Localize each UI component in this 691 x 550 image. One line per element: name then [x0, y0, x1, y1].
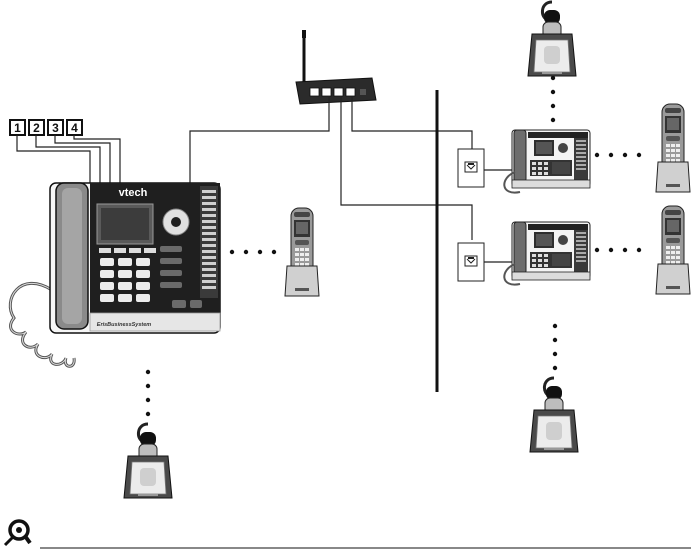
- line-number-boxes: 1 2 3 4: [10, 120, 82, 135]
- cordless-handset-icon: [285, 208, 319, 296]
- model-label: ErisBusinessSystem: [97, 322, 152, 328]
- svg-text:2: 2: [33, 121, 40, 135]
- wall-jack-icon: [458, 149, 484, 187]
- wall-jack-icon: [458, 243, 484, 281]
- line-box-2: 2: [29, 120, 44, 135]
- headset-icon: [124, 424, 172, 498]
- brand-logo: vtech: [119, 187, 148, 199]
- svg-text:4: 4: [71, 121, 78, 135]
- deskset-icon: [504, 130, 590, 193]
- cordless-handset-icon: [656, 206, 690, 294]
- headset-icon: [530, 378, 578, 452]
- main-deskset-base: vtech: [10, 183, 220, 366]
- telephone-line-cords: [17, 135, 120, 183]
- router-icon: [296, 30, 376, 104]
- svg-text:3: 3: [52, 121, 59, 135]
- deskset-icon: [504, 222, 590, 285]
- line-box-3: 3: [48, 120, 63, 135]
- cordless-handset-icon: [656, 104, 690, 192]
- note-icon: [5, 521, 30, 545]
- line-box-1: 1: [10, 120, 25, 135]
- headset-icon: [528, 2, 576, 76]
- line-box-4: 4: [67, 120, 82, 135]
- svg-text:1: 1: [14, 121, 21, 135]
